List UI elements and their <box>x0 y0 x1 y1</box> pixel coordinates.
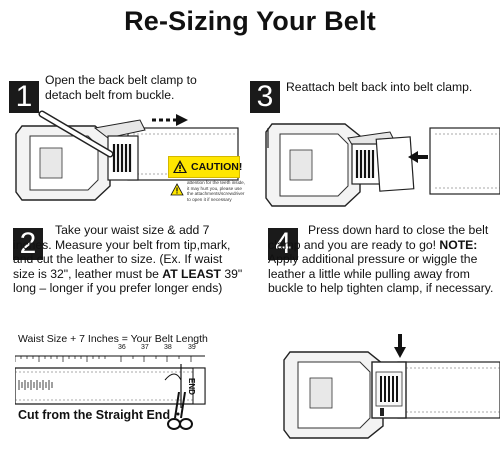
ruler-tick-label: 38 <box>164 344 172 351</box>
caution-note-line: the attachments/screwdriver <box>187 191 245 197</box>
step-4-number: 4 <box>268 228 298 260</box>
page-title: Re-Sizing Your Belt <box>124 6 376 36</box>
step-4-note-label: NOTE: <box>439 237 478 252</box>
step-1-text: Open the back belt clamp to detach belt … <box>45 73 197 102</box>
cut-instruction: Cut from the Straight End <box>18 408 171 422</box>
step-2-text-part: 39" long – longer if you prefer longer e… <box>13 266 243 296</box>
caution-note-line: it may hurt you, please use <box>187 185 242 191</box>
arrow-down-icon <box>394 334 406 358</box>
caution-triangle-icon <box>170 183 184 196</box>
step-4-text: Press down hard to close the belt clamp … <box>268 223 500 296</box>
caution-label: CAUTION! <box>191 161 243 173</box>
arrow-right-icon <box>152 114 188 126</box>
ruler-illustration <box>15 355 206 408</box>
arrow-left-icon <box>408 151 428 163</box>
caution-note-line: attention for the teeth inside, <box>187 180 245 185</box>
caution-note: attention for the teeth inside, it may h… <box>187 180 249 202</box>
scissors-icon <box>167 392 193 430</box>
caution-badge: CAUTION! <box>168 156 243 178</box>
caution-triangle-icon <box>173 160 187 173</box>
step-2-text: Take your waist size & add 7 inches. Mea… <box>13 223 245 296</box>
step-4-text-part: Apply additional pressure or wiggle the … <box>268 252 494 296</box>
step-3-illustration <box>265 123 500 207</box>
step-1-number: 1 <box>9 81 39 113</box>
step-2-text-part: Take your waist size & add 7 inches. Mea… <box>13 223 231 281</box>
ruler-tick-label: 37 <box>141 344 149 351</box>
ruler-tick-label: 36 <box>118 344 126 351</box>
step-2-number: 2 <box>13 228 43 260</box>
caution-note-line: to open it if necessary <box>187 196 232 202</box>
step-3-text: Reattach belt back into belt clamp. <box>286 80 473 94</box>
ruler-tick-label: 39 <box>188 344 196 351</box>
ruler-formula: Waist Size + 7 Inches = Your Belt Length <box>18 333 208 345</box>
step-2-emphasis: AT LEAST <box>162 266 221 281</box>
step-4-text-part: Press down hard to close the belt clamp … <box>268 223 489 252</box>
step-1-illustration <box>15 110 239 201</box>
step-3-number: 3 <box>250 81 280 113</box>
step-4-illustration <box>283 351 500 439</box>
